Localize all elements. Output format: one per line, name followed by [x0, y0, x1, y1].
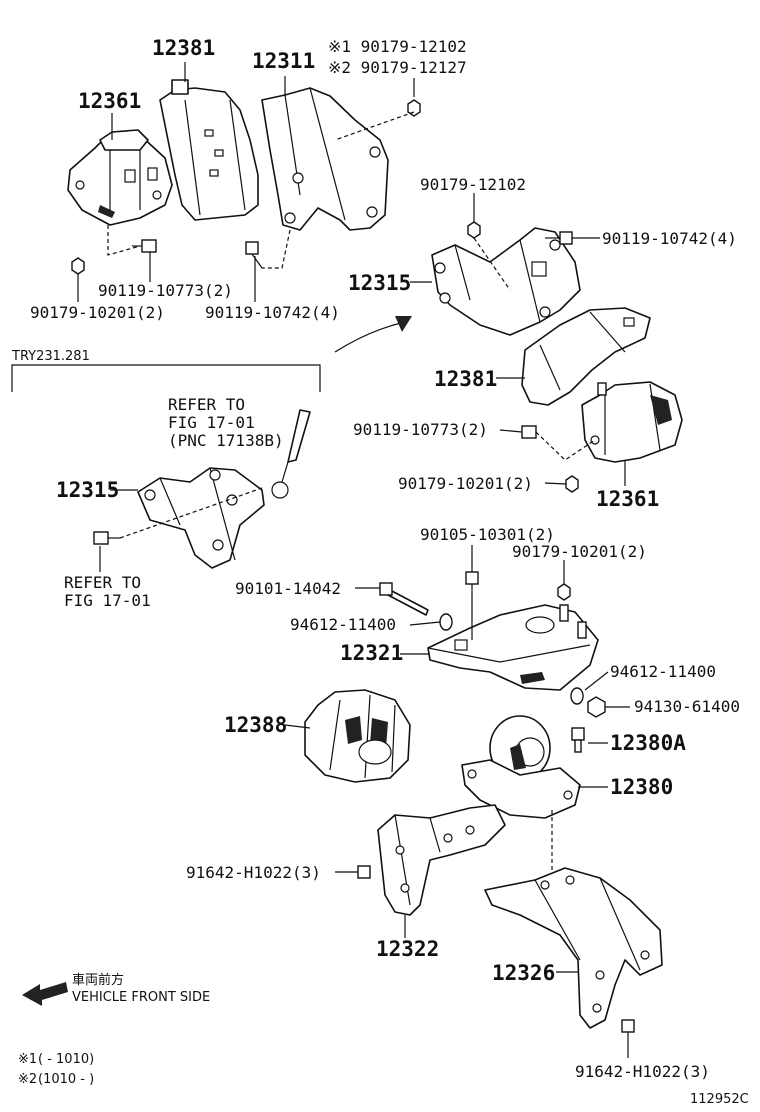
- bolt-91642-H1022-b: [621, 1019, 635, 1033]
- label-90105-10301: 90105-10301(2): [420, 525, 555, 544]
- label-12381-upper: 12381: [152, 36, 215, 60]
- damper-12381-lower: [521, 307, 651, 406]
- label-12361-lower: 12361: [596, 487, 659, 511]
- bolt-90105-10301: [465, 571, 479, 640]
- nut-90179-10201-mid: [557, 583, 587, 639]
- washer-94612-11400-b: [570, 687, 584, 705]
- bolt-12380A: [571, 727, 585, 753]
- label-90119-10742-upper: 90119-10742(4): [205, 303, 340, 322]
- label-12380: 12380: [610, 775, 673, 799]
- bolt-90119-10773-lower: [521, 425, 537, 439]
- label-12321: 12321: [340, 641, 403, 665]
- variant-code: TRY231.281: [11, 349, 90, 364]
- nut-90179-10201-lower: [565, 475, 579, 493]
- label-90119-10742-right: 90119-10742(4): [602, 229, 737, 248]
- footnote-mark-1: ※1: [18, 1052, 37, 1067]
- leader-94612-11400-a: [409, 621, 441, 626]
- label-90101-14042: 90101-14042: [235, 579, 341, 598]
- leader-90179-10201-lower: [544, 482, 567, 485]
- nut-94130-61400: [587, 696, 606, 718]
- refer-line-2: FIG 17-01: [168, 413, 255, 432]
- bolt-90101-14042: [379, 582, 429, 616]
- washer-94612-11400-a: [439, 613, 453, 631]
- variant-box: [11, 364, 321, 392]
- dash-line-bracket-upper: [262, 229, 291, 269]
- label-90179-10201-mid: 90179-10201(2): [512, 542, 647, 561]
- front-arrow-icon: [22, 982, 68, 1006]
- bracket-12315-box: [137, 467, 265, 569]
- damper-12381-upper: [159, 79, 259, 221]
- dash-line-mount-upper: [107, 225, 141, 256]
- label-91642-H1022-b: 91642-H1022(3): [575, 1062, 710, 1081]
- bracket-12311: [261, 87, 389, 231]
- insulator-12388: [304, 689, 411, 783]
- front-side-en: VEHICLE FRONT SIDE: [72, 990, 210, 1005]
- label-90119-10773-lower: 90119-10773(2): [353, 420, 488, 439]
- label-12361-upper: 12361: [78, 89, 141, 113]
- footnote-text-1: ( - 1010): [38, 1052, 94, 1067]
- label-90179-12102-right: 90179-12102: [420, 175, 526, 194]
- label-91642-H1022-a: 91642-H1022(3): [186, 863, 321, 882]
- label-90119-10773-upper: 90119-10773(2): [98, 281, 233, 300]
- leader-12388: [284, 724, 311, 729]
- label-12322: 12322: [376, 937, 439, 961]
- footnote-text-2: (1010 - ): [38, 1072, 94, 1087]
- label-12380A: 12380A: [610, 731, 686, 755]
- label-note-2: ※2 90179-12127: [328, 58, 467, 77]
- bracket-12315-right: [431, 227, 581, 336]
- engine-mount-12361-upper: [67, 129, 173, 226]
- leader-94612-11400-b: [584, 671, 609, 691]
- label-90179-10201-lower: 90179-10201(2): [398, 474, 533, 493]
- dash-line-right-nut: [473, 237, 511, 291]
- bolt-91642-H1022-a: [357, 865, 371, 879]
- label-12326: 12326: [492, 961, 555, 985]
- nut-90179-12102-upper: [407, 99, 421, 117]
- label-12381-lower: 12381: [434, 367, 497, 391]
- label-94612-11400-a: 94612-11400: [290, 615, 396, 634]
- refer-line-3: (PNC 17138B): [168, 431, 284, 450]
- transition-arrow-head: [395, 316, 412, 332]
- transmission-mount-12380: [461, 715, 581, 819]
- nut-90179-12102-right: [467, 221, 481, 239]
- footnote-mark-2: ※2: [18, 1072, 37, 1087]
- label-note-1: ※1 90179-12102: [328, 37, 467, 56]
- nut-90179-10201-upper: [71, 257, 85, 275]
- bolt-box: [93, 531, 120, 545]
- transition-arrow: [334, 321, 406, 353]
- rod-17138B: [271, 409, 311, 499]
- label-94130-61400: 94130-61400: [634, 697, 740, 716]
- engine-mount-12361-lower: [581, 381, 683, 463]
- leader-90119-10773-lower: [499, 429, 523, 433]
- label-12388: 12388: [224, 713, 287, 737]
- refer2-line-2: FIG 17-01: [64, 591, 151, 610]
- label-90179-10201-upper: 90179-10201(2): [30, 303, 165, 322]
- bracket-12326: [484, 867, 663, 1029]
- mount-plate-12321: [427, 604, 599, 691]
- label-94612-11400-b: 94612-11400: [610, 662, 716, 681]
- bolt-90119-10742-upper: [245, 241, 263, 269]
- label-12315-box: 12315: [56, 478, 119, 502]
- refer-line-1: REFER TO: [168, 395, 245, 414]
- dash-line-mount-lower: [535, 431, 596, 461]
- refer2-line-1: REFER TO: [64, 573, 141, 592]
- label-12311: 12311: [252, 49, 315, 73]
- label-texts: 12381 12311 ※1 90179-12102 ※2 90179-1212…: [11, 36, 749, 1107]
- diagram-id: 112952C: [690, 1092, 749, 1107]
- label-12315-right: 12315: [348, 271, 411, 295]
- front-side-jp: 車両前方: [72, 972, 124, 988]
- bracket-12322: [377, 804, 506, 916]
- bolt-90119-10773-upper: [132, 239, 157, 253]
